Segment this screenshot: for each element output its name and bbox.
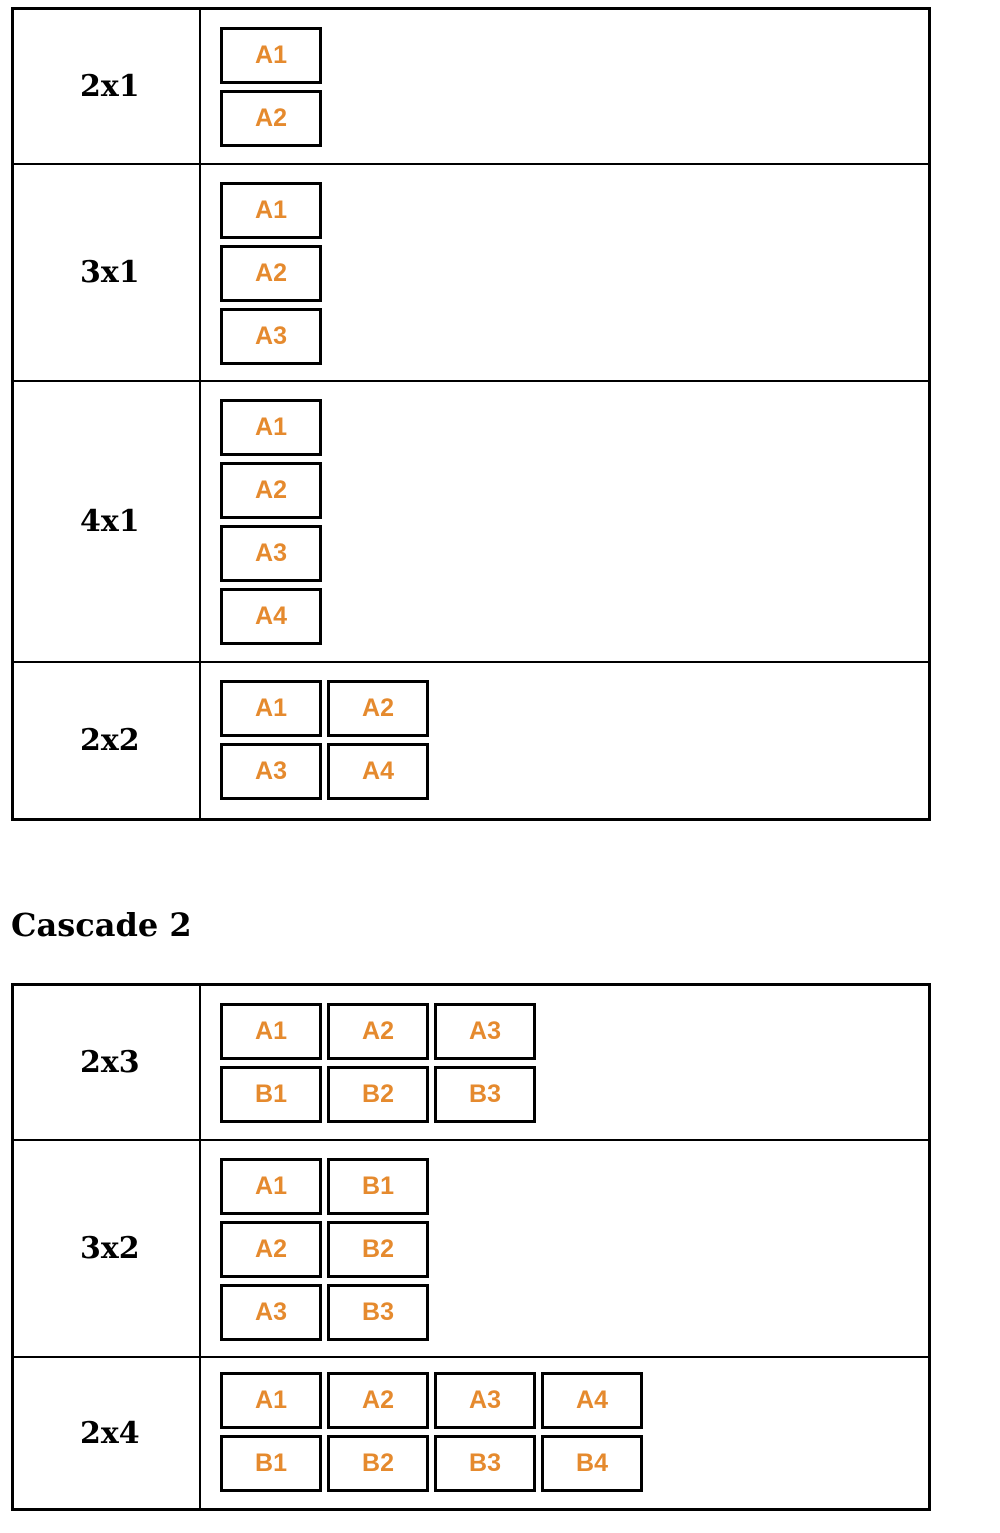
layout-label: 2x2: [14, 663, 201, 818]
grid-cell-box: A2: [327, 1372, 429, 1429]
grid-cell-box: A3: [220, 743, 322, 800]
grid-cell-box: A3: [220, 525, 322, 582]
grid-cell-box: B3: [434, 1435, 536, 1492]
grid-cell-box: B1: [327, 1158, 429, 1215]
layout-label: 3x1: [14, 165, 201, 380]
grid-cell-box: A2: [220, 90, 322, 147]
grid-cell-box: A1: [220, 1372, 322, 1429]
grid-cell-box: A2: [220, 1221, 322, 1278]
grid-cell-box: A3: [220, 1284, 322, 1341]
grid-cell-box: A4: [220, 588, 322, 645]
section-heading: Cascade 2: [11, 906, 192, 944]
grid-cell-box: A1: [220, 27, 322, 84]
grid-cell-box: B2: [327, 1066, 429, 1123]
grid-cell-box: B1: [220, 1435, 322, 1492]
grid-cell-box: B3: [327, 1284, 429, 1341]
grid-cell-box: A1: [220, 1158, 322, 1215]
layout-label: 4x1: [14, 382, 201, 661]
layout-label: 2x1: [14, 10, 201, 163]
grid-cell-box: A4: [327, 743, 429, 800]
grid-cell-box: B3: [434, 1066, 536, 1123]
grid-cell-box: A3: [434, 1003, 536, 1060]
grid-cell-box: A1: [220, 1003, 322, 1060]
layout-label: 2x4: [14, 1358, 201, 1508]
grid-cell-box: A2: [220, 245, 322, 302]
grid-cell-box: A1: [220, 680, 322, 737]
grid-cell-box: B1: [220, 1066, 322, 1123]
grid-cell-box: A2: [327, 1003, 429, 1060]
grid-cell-box: A1: [220, 182, 322, 239]
grid-cell-box: A1: [220, 399, 322, 456]
grid-cell-box: A3: [434, 1372, 536, 1429]
grid-cell-box: B2: [327, 1221, 429, 1278]
grid-cell-box: A4: [541, 1372, 643, 1429]
grid-cell-box: B4: [541, 1435, 643, 1492]
grid-cell-box: B2: [327, 1435, 429, 1492]
grid-cell-box: A2: [327, 680, 429, 737]
grid-cell-box: A3: [220, 308, 322, 365]
layout-label: 3x2: [14, 1141, 201, 1356]
grid-cell-box: A2: [220, 462, 322, 519]
layout-label: 2x3: [14, 986, 201, 1139]
